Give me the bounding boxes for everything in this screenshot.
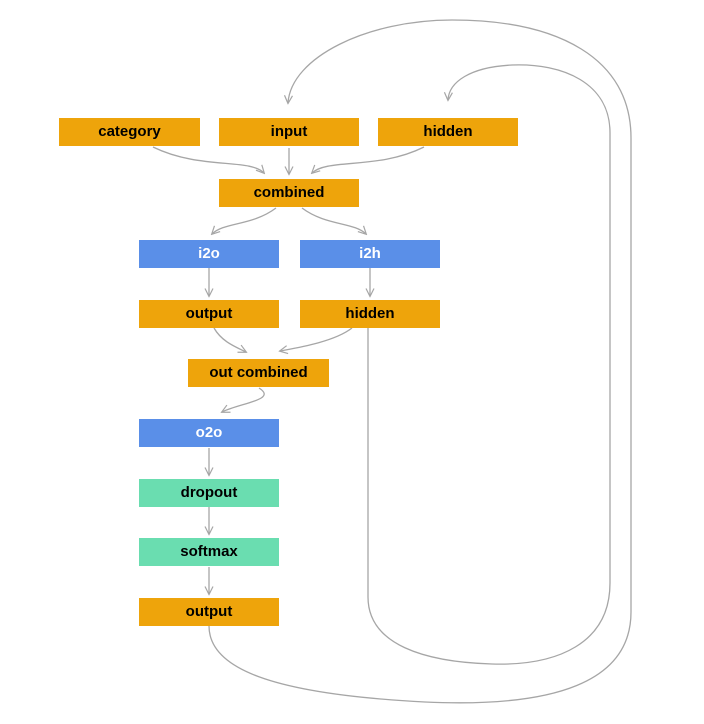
- node-dropout: dropout: [139, 479, 279, 507]
- node-hidden-top: hidden: [378, 118, 518, 146]
- node-o2o: o2o: [139, 419, 279, 447]
- edge-output-input-loop: [208, 19, 632, 704]
- edge-hidden-combined: [312, 146, 425, 173]
- node-i2h: i2h: [300, 240, 440, 268]
- edge-combined-i2h: [301, 207, 366, 234]
- edge-output-outcombined: [213, 327, 246, 352]
- edge-combined-i2o: [212, 207, 277, 234]
- node-combined: combined: [219, 179, 359, 207]
- edge-category-combined: [152, 146, 264, 173]
- node-output-final: output: [139, 598, 279, 626]
- node-i2o: i2o: [139, 240, 279, 268]
- edge-outcombined-o2o: [222, 387, 265, 412]
- node-hidden-mid: hidden: [300, 300, 440, 328]
- node-softmax: softmax: [139, 538, 279, 566]
- node-out-combined: out combined: [188, 359, 329, 387]
- node-output-mid: output: [139, 300, 279, 328]
- node-category: category: [59, 118, 200, 146]
- edge-hidden-outcombined: [280, 327, 353, 351]
- edge-hidden-hidden-loop: [367, 64, 611, 665]
- node-input: input: [219, 118, 359, 146]
